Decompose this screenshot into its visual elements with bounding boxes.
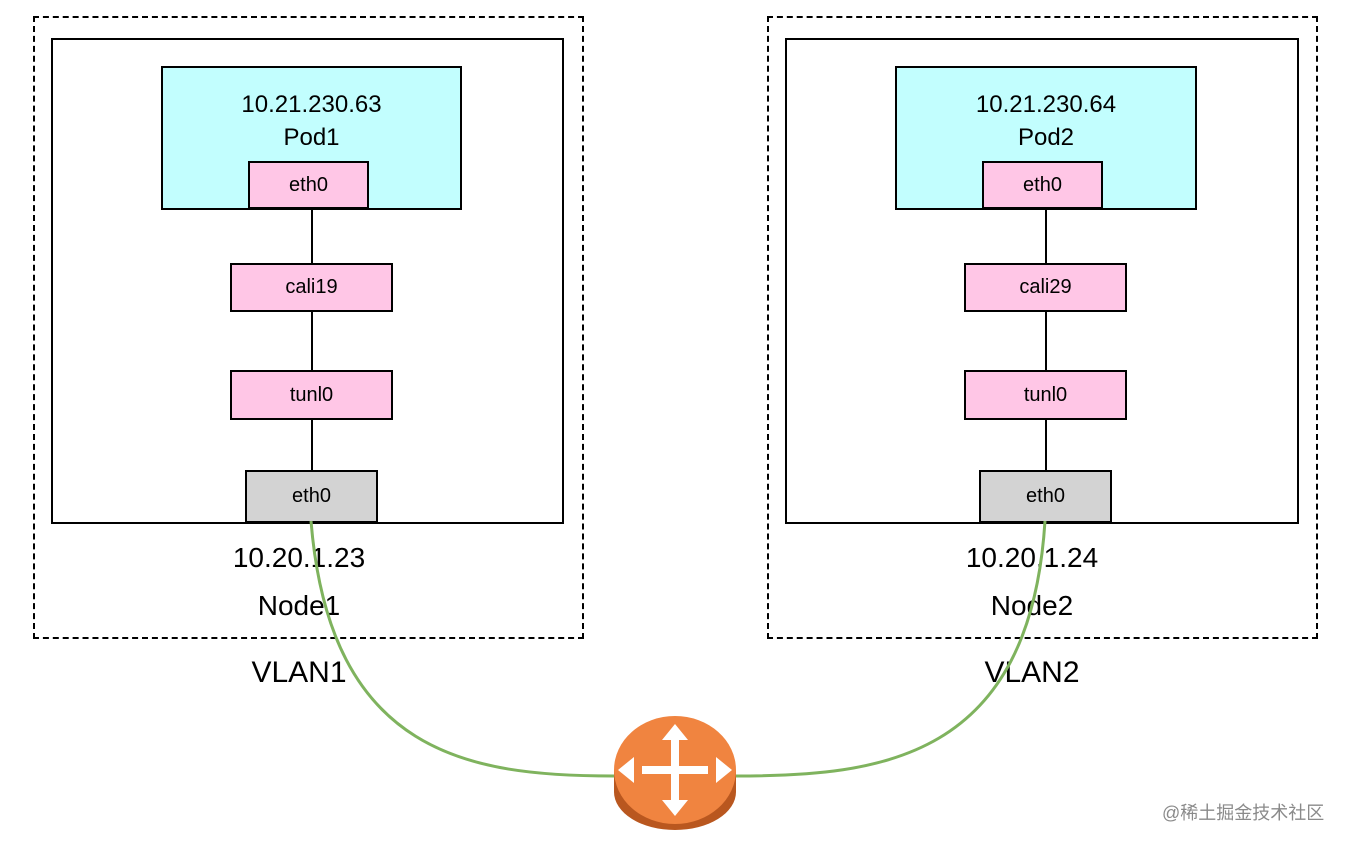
watermark: @稀土掘金技术社区	[1162, 803, 1325, 823]
vlan1-boundary	[33, 16, 584, 639]
connector-cali19-tunl0	[311, 312, 313, 371]
connector-tunl0-eth0-right	[1045, 420, 1047, 471]
connector-tunl0-eth0-left	[311, 420, 313, 471]
node2-ip: 10.20.1.24	[965, 542, 1099, 573]
cali29-interface: cali29	[964, 263, 1127, 312]
connector-pod1-cali19	[311, 209, 313, 264]
cali19-interface: cali19	[230, 263, 393, 312]
pod2-name: Pod2	[1017, 124, 1075, 151]
node2-tunl0-interface: tunl0	[964, 370, 1127, 420]
pod2-eth0-interface: eth0	[982, 161, 1103, 209]
router-icon	[614, 716, 736, 830]
connector-pod2-cali29	[1045, 209, 1047, 264]
vlan2-boundary	[767, 16, 1318, 639]
link-router-node2	[735, 520, 1047, 778]
node1-tunl0-interface: tunl0	[230, 370, 393, 420]
vlan1-label: VLAN1	[251, 656, 347, 689]
pod2-ip: 10.21.230.64	[975, 91, 1117, 118]
node1-ip: 10.20.1.23	[232, 542, 366, 573]
link-node1-router	[309, 520, 615, 778]
pod1-eth0-interface: eth0	[248, 161, 369, 209]
pod1-name: Pod1	[283, 124, 340, 151]
pod1-ip: 10.21.230.63	[241, 91, 382, 118]
connector-cali29-tunl0	[1045, 312, 1047, 371]
vlan2-label: VLAN2	[984, 656, 1080, 689]
